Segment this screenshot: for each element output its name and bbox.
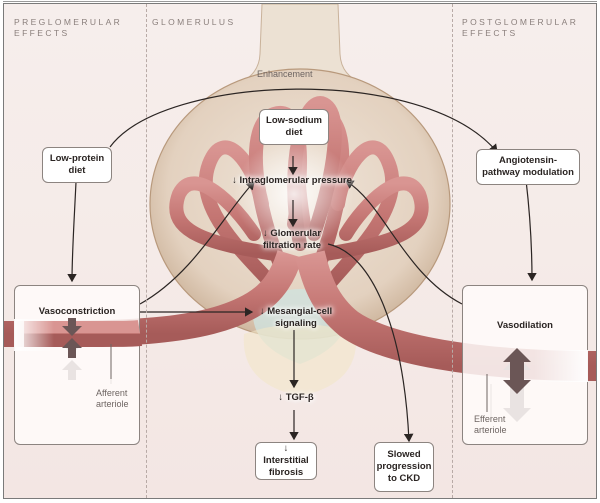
tgf-beta-node: ↓ TGF-β: [278, 392, 314, 403]
efferent-arteriole-label: Efferent arteriole: [474, 414, 507, 435]
section-label-postglomerular: Postglomerular Effects: [462, 17, 579, 38]
afferent-arteriole-label: Afferent arteriole: [96, 388, 129, 409]
interstitial-fibrosis-box: ↓ Interstitial fibrosis: [255, 442, 317, 480]
figure-frame: Preglomerular Effects Glomerulus Postglo…: [3, 3, 597, 499]
gfr-node: ↓ Glomerular filtration rate: [262, 228, 322, 251]
macula-densa: [243, 324, 357, 396]
top-rule: [3, 1, 597, 2]
vasoconstriction-title: Vasoconstriction: [38, 306, 116, 317]
slowed-progression-box: Slowed progression to CKD: [374, 442, 434, 492]
low-sodium-diet-box: Low-sodium diet: [259, 109, 329, 145]
angiotensin-modulation-box: Angiotensin-pathway modulation: [476, 149, 580, 185]
intraglomerular-pressure-node: ↓ Intraglomerular pressure: [232, 175, 352, 186]
divider-right: [452, 4, 453, 498]
divider-left: [146, 4, 147, 498]
mesangial-signaling-node: ↓ Mesangial-cell signaling: [259, 306, 333, 329]
connector-arrows: [67, 88, 537, 443]
center-glow: [234, 139, 354, 249]
enhancement-label: Enhancement: [257, 69, 313, 79]
low-protein-diet-box: Low-protein diet: [42, 147, 112, 183]
section-label-preglomerular: Preglomerular Effects: [14, 17, 123, 38]
vasoconstriction-box: Vasoconstriction: [14, 285, 140, 445]
vasodilation-title: Vasodilation: [497, 320, 553, 331]
enhancement-arc: [109, 88, 498, 153]
section-label-glomerulus: Glomerulus: [152, 17, 236, 27]
